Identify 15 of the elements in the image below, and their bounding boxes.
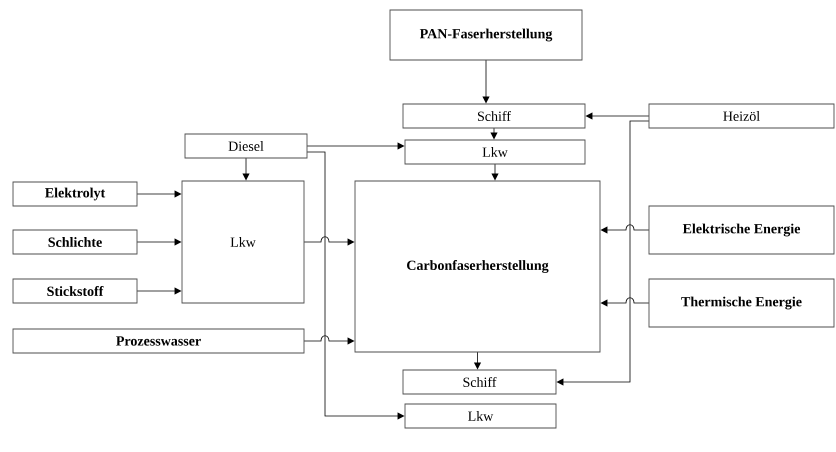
process-box: PAN-Faserherstellung xyxy=(390,10,582,60)
process-box: Lkw xyxy=(404,140,586,164)
process-box: Schiff xyxy=(402,104,586,128)
process-box: Schiff xyxy=(402,370,556,394)
process-box: Carbonfaserherstellung xyxy=(354,180,600,352)
process-box: Schlichte xyxy=(12,230,138,254)
process-box: Lkw xyxy=(182,180,304,304)
process-box: Lkw xyxy=(404,404,556,428)
process-box: Thermische Energie xyxy=(648,278,834,328)
process-box: Prozesswasser xyxy=(12,328,304,354)
process-box: Diesel xyxy=(184,134,308,158)
process-box: Elektrische Energie xyxy=(648,206,834,254)
process-box: Elektrolyt xyxy=(12,182,138,206)
process-box: Heizöl xyxy=(648,104,834,128)
process-box: Stickstoff xyxy=(12,278,138,304)
